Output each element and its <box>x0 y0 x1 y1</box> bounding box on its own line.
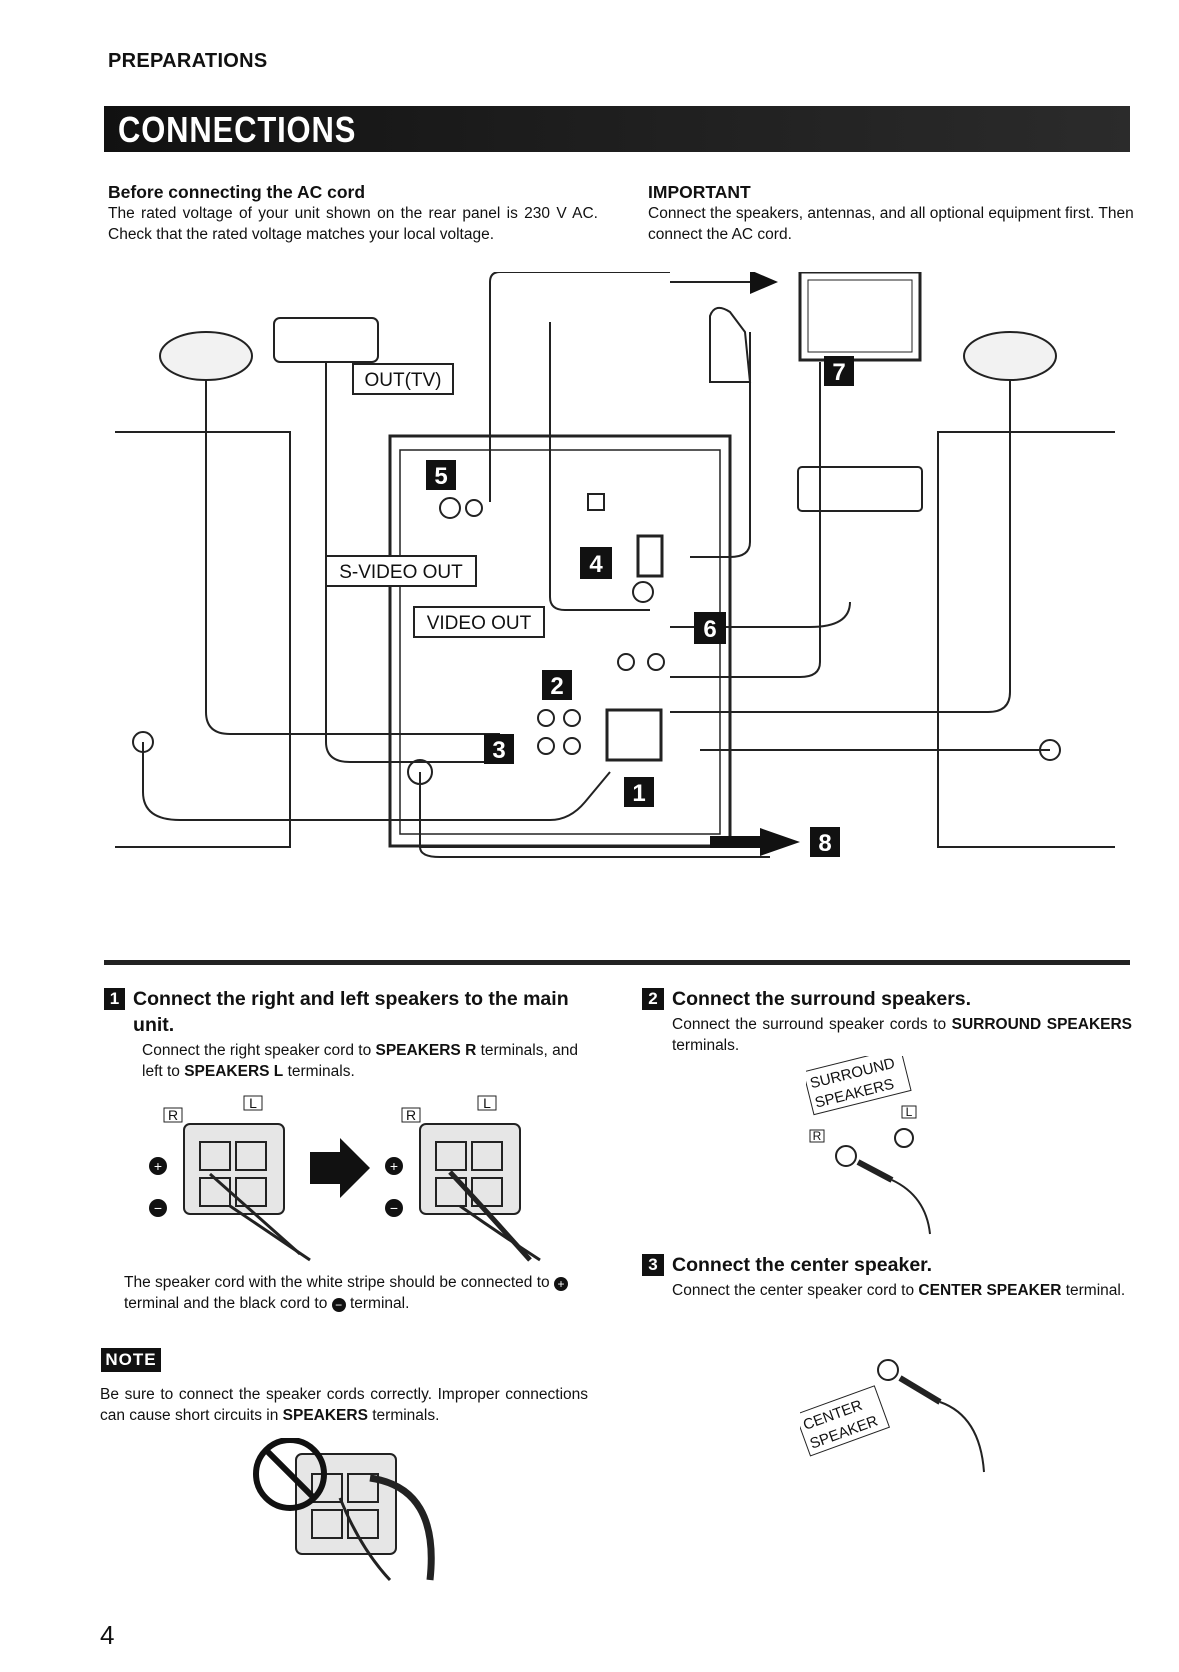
s-video-out-label: S-VIDEO OUT <box>339 562 463 583</box>
svg-text:+: + <box>154 1158 162 1174</box>
step-1-caption: The speaker cord with the white stripe s… <box>124 1272 594 1314</box>
plus-terminal-icon: + <box>553 1277 568 1291</box>
surround-right-icon <box>963 331 1057 381</box>
svg-text:L: L <box>906 1105 913 1119</box>
step-2-text: Connect the surround speaker cords to SU… <box>672 1016 1133 1054</box>
tv-icon <box>798 272 922 362</box>
terminal-r-label-1: R <box>168 1107 178 1123</box>
callout-4: 4 <box>589 551 603 578</box>
callout-5: 5 <box>434 463 447 490</box>
label-video-out: VIDEO OUT <box>413 606 545 638</box>
step-1-block: 1 Connect the right and left speakers to… <box>104 986 594 1082</box>
label-out-tv: OUT(TV) <box>352 363 454 395</box>
svg-text:−: − <box>390 1200 398 1216</box>
surround-terminal-illustration: SURROUND SPEAKERS R L <box>806 1056 931 1235</box>
terminal-r-label-2: R <box>406 1107 416 1123</box>
label-s-video-out: S-VIDEO OUT <box>325 555 477 587</box>
step-3-number: 3 <box>642 1254 664 1276</box>
rear-speaker-box <box>797 466 923 512</box>
step-1-text: Connect the right speaker cord to SPEAKE… <box>142 1042 578 1080</box>
page-title-bar: CONNECTIONS <box>104 106 1130 152</box>
speaker-terminal-illustration: + − + − R L R L <box>149 1095 541 1262</box>
step-1-number: 1 <box>104 988 126 1010</box>
incorrect-connection-illustration <box>253 1438 435 1582</box>
am-loop-antenna <box>709 306 752 383</box>
callout-2: 2 <box>550 673 563 700</box>
page-number: 4 <box>100 1620 115 1650</box>
right-speaker-cabinet <box>937 431 1115 848</box>
step-3-title: Connect the center speaker. <box>672 1254 933 1276</box>
video-out-label: VIDEO OUT <box>427 613 532 634</box>
step-3-block: 3 Connect the center speaker. Connect th… <box>642 1252 1132 1301</box>
step-2-block: 2 Connect the surround speakers. Connect… <box>642 986 1132 1056</box>
important-block: IMPORTANT Connect the speakers, antennas… <box>648 182 1138 245</box>
callout-8: 8 <box>818 830 831 857</box>
svg-text:R: R <box>813 1129 822 1143</box>
terminal-l-label-1: L <box>249 1095 257 1111</box>
important-heading: IMPORTANT <box>648 182 751 202</box>
center-terminal-illustration: CENTER SPEAKER <box>800 1359 985 1473</box>
before-connecting-block: Before connecting the AC cord The rated … <box>108 182 598 245</box>
callout-3: 3 <box>492 737 505 764</box>
terminal-l-label-2: L <box>483 1095 491 1111</box>
callout-1: 1 <box>632 780 645 807</box>
step-3-text: Connect the center speaker cord to CENTE… <box>672 1282 1126 1299</box>
step-2-title: Connect the surround speakers. <box>672 988 972 1010</box>
section-label: PREPARATIONS <box>108 50 268 72</box>
note-badge: NOTE <box>101 1348 161 1372</box>
main-unit-rear-panel <box>388 434 732 848</box>
connection-diagram: OUT(TV) S-VIDEO OUT VIDEO OUT 5 4 6 7 2 … <box>115 272 1115 858</box>
page-title: CONNECTIONS <box>118 109 357 150</box>
minus-terminal-icon: − <box>331 1298 346 1312</box>
important-text: Connect the speakers, antennas, and all … <box>648 205 1134 243</box>
callout-7: 7 <box>832 359 845 386</box>
callout-6: 6 <box>703 616 716 643</box>
step-2-number: 2 <box>642 988 664 1010</box>
before-text: The rated voltage of your unit shown on … <box>108 205 598 243</box>
out-tv-label: OUT(TV) <box>364 370 441 391</box>
step-1-title: Connect the right and left speakers to t… <box>133 988 569 1036</box>
note-text: Be sure to connect the speaker cords cor… <box>100 1386 588 1424</box>
prohibited-icon <box>253 1438 327 1511</box>
svg-text:+: + <box>390 1158 398 1174</box>
left-speaker-cabinet <box>115 431 291 848</box>
section-divider <box>104 960 1130 965</box>
surround-left-icon <box>159 331 253 381</box>
svg-text:−: − <box>154 1200 162 1216</box>
before-heading: Before connecting the AC cord <box>108 182 366 202</box>
center-speaker-icon <box>273 317 379 363</box>
